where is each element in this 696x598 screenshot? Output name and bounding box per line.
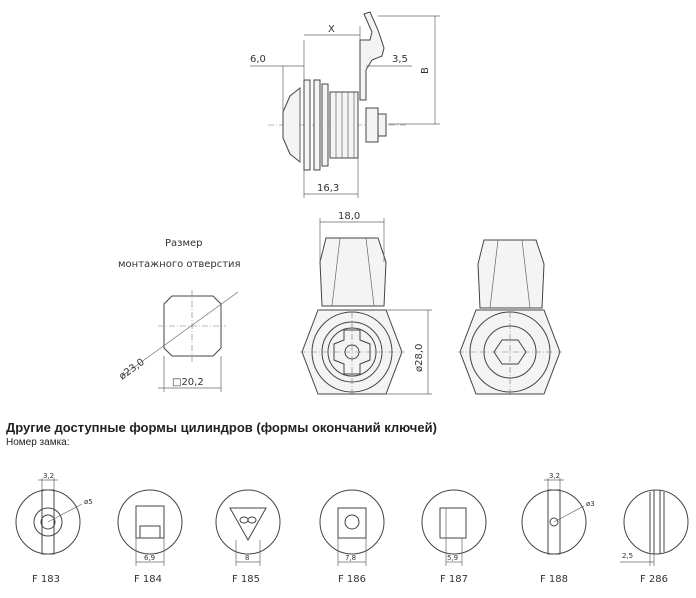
f186-label: F 186 [338,574,366,585]
cylinder-f184: 6,9 F 184 [117,489,183,585]
f183-dim2: ø5 [84,498,93,506]
cylinder-f186: 7,8 F 186 [319,489,385,585]
cylinder-f183: 3,2 ø5 F 183 [15,472,93,585]
dim-18-label: 18,0 [338,211,360,222]
f186-dim1: 7,8 [345,554,356,562]
cylinder-f286: 2,5 F 286 [620,489,689,585]
dim-b-label: B [420,67,431,74]
mount-label-line2: монтажного отверстия [118,259,241,270]
f184-label: F 184 [134,574,162,585]
f187-dim1: 5,9 [447,554,458,562]
f188-label: F 188 [540,574,568,585]
dim-16-3-label: 16,3 [317,183,339,194]
dim-6-label: 6,0 [250,54,266,65]
f188-dim2: ø3 [586,500,595,508]
dim-3-5-label: 3,5 [392,54,408,65]
cylinder-f185: 8 F 185 [215,489,281,585]
cylinder-f187: 5,9 F 187 [421,489,487,585]
f188-dim1: 3,2 [549,472,560,480]
side-view: X 6,0 3,5 B 16,3 [250,11,440,198]
f184-dim1: 6,9 [144,554,155,562]
f183-dim1: 3,2 [43,472,54,480]
dim-28-label: ø28,0 [414,344,425,372]
section-heading: Другие доступные формы цилиндров (формы … [6,420,437,435]
f286-label: F 286 [640,574,668,585]
f185-dim1: 8 [245,554,249,562]
f187-label: F 187 [440,574,468,585]
dim-x-label: X [328,24,335,35]
front-view: 18,0 ø28,0 [300,211,432,396]
dim-23-label: ø23,0 [117,357,146,383]
f286-dim1: 2,5 [622,552,633,560]
mounting-hole-view: Размер монтажного отверстия ø23,0 □20,2 [117,238,241,392]
mount-label-line1: Размер [165,238,203,249]
cylinder-f188: 3,2 ø3 F 188 [521,472,595,585]
lock-number-label: Номер замка: [6,437,70,448]
back-view [458,239,562,396]
f185-label: F 185 [232,574,260,585]
dim-20-2-label: □20,2 [172,377,204,388]
f183-label: F 183 [32,574,60,585]
